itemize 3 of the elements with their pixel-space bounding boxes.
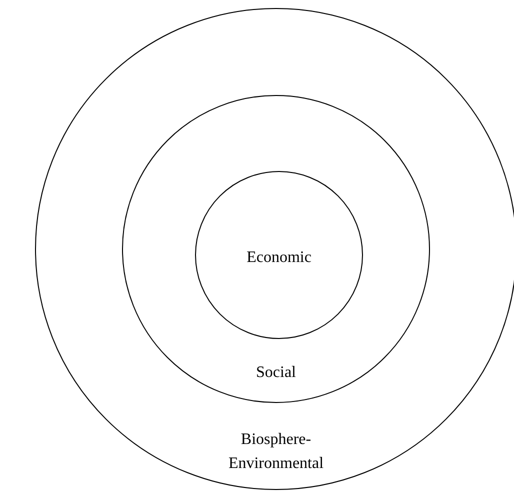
- circle-label: Biosphere- Environmental: [227, 430, 325, 474]
- circle-label: Economic: [246, 248, 312, 268]
- circle-label: Social: [255, 363, 297, 383]
